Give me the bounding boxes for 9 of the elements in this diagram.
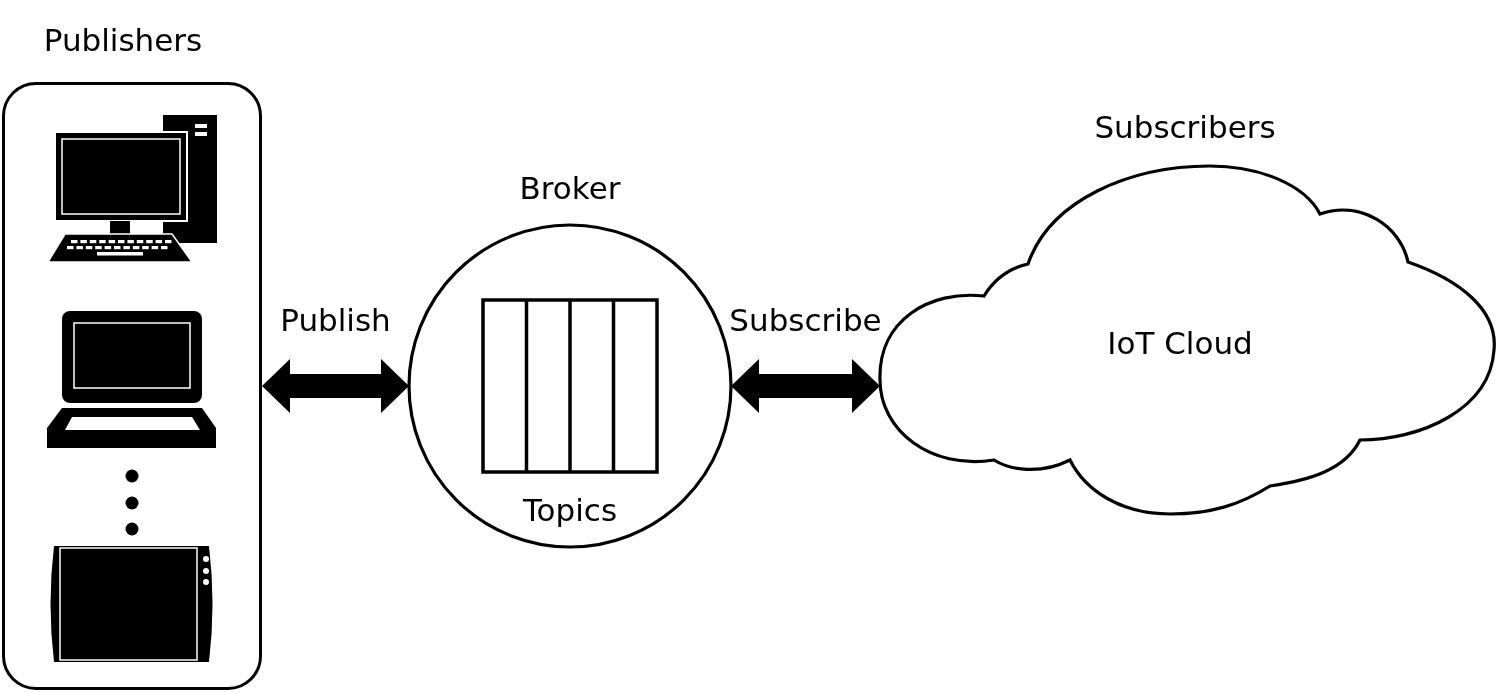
node-label: Topics <box>522 493 618 527</box>
edge-label: Subscribe <box>729 303 882 337</box>
node-title: Broker <box>519 171 621 205</box>
edge-label: Publish <box>280 303 391 337</box>
node-title: Publishers <box>43 23 203 57</box>
node-title: Subscribers <box>1094 110 1276 144</box>
node-label: IoT Cloud <box>1107 326 1253 360</box>
double-headed-arrow <box>262 359 409 413</box>
double-headed-arrow <box>731 359 880 413</box>
